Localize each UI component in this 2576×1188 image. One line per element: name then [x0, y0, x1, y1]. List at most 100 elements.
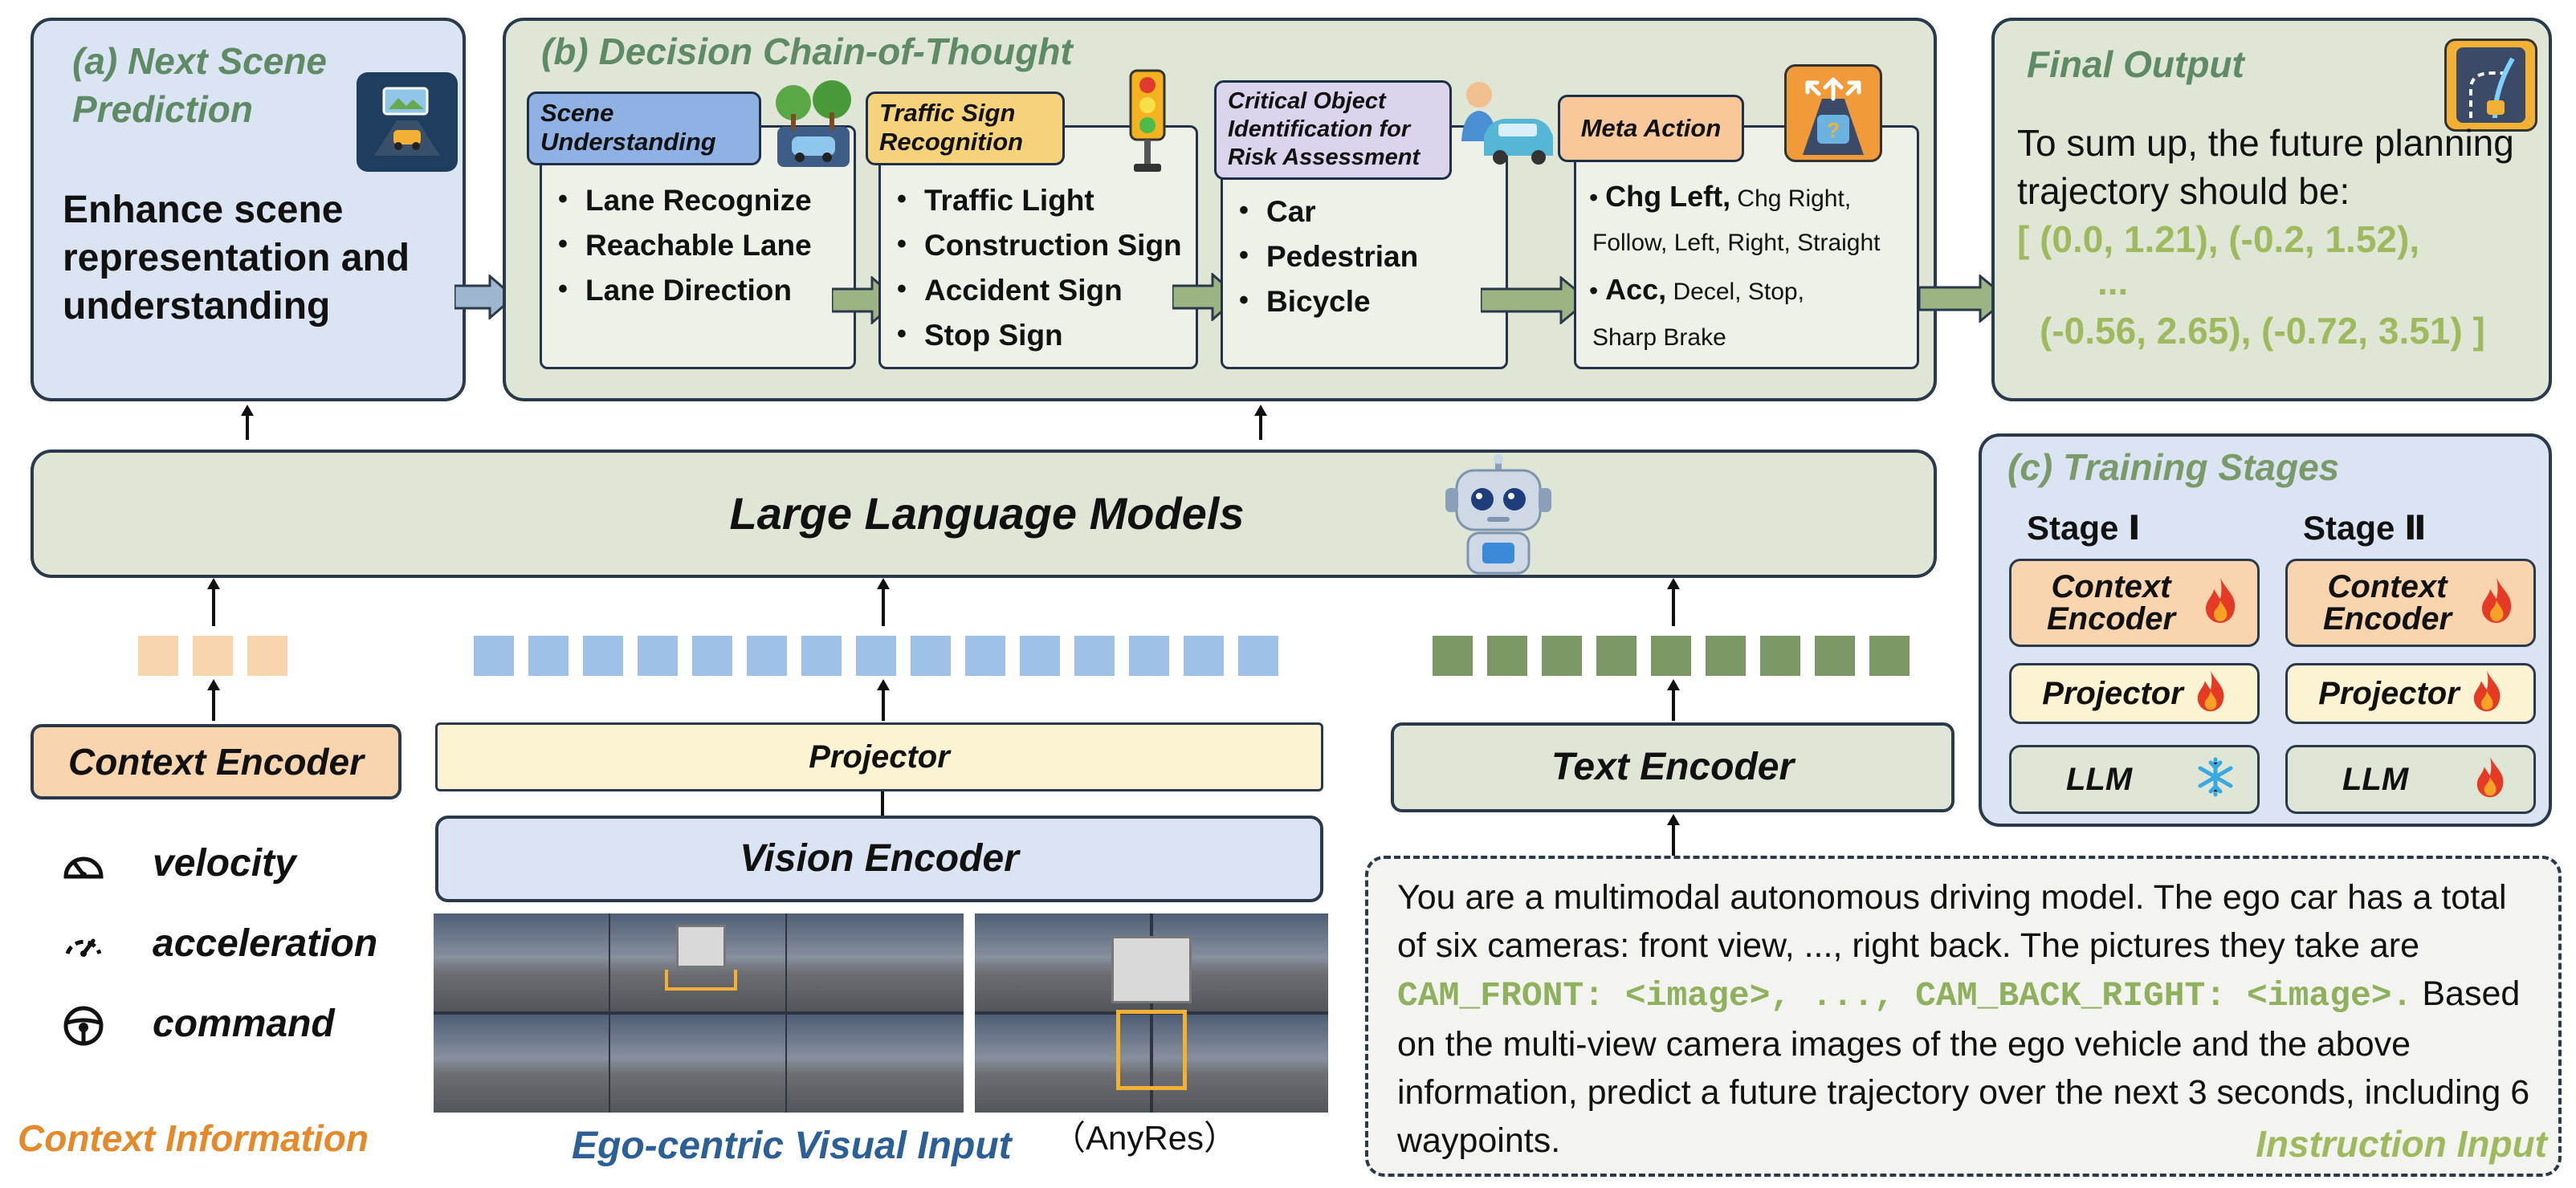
final-output-panel: Final Output To sum up, the future plann…: [1991, 18, 2552, 401]
final-output-text: To sum up, the future planning trajector…: [2017, 122, 2514, 212]
stage1-context-encoder-label: Context Encoder: [2046, 569, 2176, 637]
projector-box: Projector: [435, 722, 1323, 791]
construction-trailer-image: [665, 970, 737, 991]
stage2-context-encoder-label: Context Encoder: [2322, 569, 2452, 637]
text-token: [1706, 636, 1746, 676]
stage1-label: Stage Ⅰ: [2027, 509, 2141, 547]
text-token: [1433, 636, 1473, 676]
meta-action-acc: Acc,: [1605, 273, 1667, 306]
construction-sign-image: [1111, 936, 1192, 1003]
list-item: Reachable Lane: [550, 229, 812, 262]
pedestrian-car-icon: [1452, 77, 1558, 174]
robot-icon: [1434, 454, 1563, 579]
panel-a-title: (a) Next Scene Prediction: [72, 40, 328, 130]
list-item: Car: [1231, 195, 1418, 229]
visual-tokens: [474, 636, 1301, 677]
svg-text:?: ?: [1827, 118, 1840, 142]
visual-token: [583, 636, 623, 676]
llm-label: Large Language Models: [729, 488, 1245, 539]
stage1-llm-label: LLM: [2066, 762, 2133, 797]
stage2-llm: LLM: [2285, 745, 2536, 814]
list-item: Construction Sign: [889, 229, 1182, 262]
visual-token: [911, 636, 951, 676]
visual-token: [801, 636, 842, 676]
arrow-a-to-b: [454, 275, 516, 319]
instruction-part2: Based on the multi-view camera images of…: [1397, 974, 2530, 1160]
list-item: Traffic Light: [889, 184, 1182, 218]
list-item: Lane Direction: [550, 274, 812, 307]
fire-icon: [2479, 576, 2514, 630]
meta-action-line3: • Acc, Decel, Stop,: [1589, 273, 1804, 306]
vision-to-projector-line: [881, 791, 884, 816]
visual-token: [528, 636, 569, 676]
visual-token: [1184, 636, 1224, 676]
text-token: [1760, 636, 1800, 676]
steering-wheel-icon: [61, 1003, 106, 1052]
step-box-meta-action: • Chg Left, Chg Right, Follow, Left, Rig…: [1574, 125, 1919, 369]
text-token: [1869, 636, 1910, 676]
fire-icon: [2474, 755, 2506, 804]
acceleration-label: acceleration: [153, 922, 378, 965]
meta-action-label: Meta Action: [1558, 95, 1744, 162]
meta-action-decel: Decel, Stop,: [1673, 279, 1804, 305]
anyres-caption: （AnyRes）: [1052, 1119, 1238, 1157]
visual-token: [965, 636, 1005, 676]
list-item: Accident Sign: [889, 274, 1182, 307]
construction-sign-image: [676, 925, 726, 968]
velocity-label: velocity: [153, 842, 296, 885]
speedometer-icon: [61, 843, 106, 892]
context-tokens: [138, 636, 296, 677]
context-information-caption: Context Information: [18, 1117, 369, 1159]
road-question-icon: ?: [1784, 64, 1882, 162]
arrow-instruction-to-text-encoder: [1665, 814, 1681, 860]
final-output-title: Final Output: [2027, 43, 2244, 85]
camera-image: [975, 1015, 1150, 1113]
traffic-sign-label: Traffic Sign Recognition: [866, 92, 1065, 165]
list-item: Bicycle: [1231, 285, 1418, 319]
text-token: [1487, 636, 1527, 676]
list-item: Stop Sign: [889, 319, 1182, 352]
critical-object-label: Critical Object Identification for Risk …: [1214, 80, 1452, 180]
meta-action-chg-right: Chg Right,: [1737, 185, 1852, 212]
construction-trailer-image: [1116, 1010, 1187, 1090]
camera-image: [1153, 1015, 1328, 1113]
text-token: [1542, 636, 1582, 676]
traffic-light-icon: [1119, 69, 1176, 179]
camera-image: [787, 913, 964, 1011]
camera-image: [434, 913, 609, 1011]
visual-token: [474, 636, 514, 676]
stage1-projector-label: Projector: [2042, 676, 2183, 711]
arrow-text-encoder-to-tokens: [1665, 679, 1681, 725]
ego-centric-caption: Ego-centric Visual Input: [572, 1125, 1012, 1167]
camera-image: [434, 1015, 609, 1113]
fire-icon: [2471, 669, 2503, 718]
text-token: [1596, 636, 1636, 676]
instruction-text: You are a multimodal autonomous driving …: [1397, 873, 2541, 1165]
command-label: command: [153, 1003, 335, 1045]
camera-grid-anyres: [975, 913, 1328, 1113]
context-token: [138, 636, 178, 676]
arrow-llm-to-b: [1253, 405, 1269, 444]
trajectory-line2: (-0.56, 2.65), (-0.72, 3.51) ]: [2040, 310, 2485, 352]
visual-token: [638, 636, 678, 676]
visual-token: [1129, 636, 1169, 676]
next-scene-prediction-panel: (a) Next Scene Prediction Enhance scene …: [31, 18, 466, 401]
arrow-visual-tokens-to-llm: [875, 578, 891, 630]
stage1-context-encoder: Context Encoder: [2009, 559, 2260, 647]
list-item: Pedestrian: [1231, 240, 1418, 274]
scene-understanding-label: Scene Understanding: [527, 92, 761, 165]
text-token: [1651, 636, 1691, 676]
context-token: [193, 636, 233, 676]
arrow-context-encoder-to-tokens: [206, 679, 222, 725]
instruction-input-caption: Instruction Input: [2256, 1123, 2547, 1165]
camera-grid-six-view: [434, 913, 964, 1113]
camera-image: [787, 1015, 964, 1113]
stage2-llm-label: LLM: [2342, 762, 2409, 797]
stage2-projector-label: Projector: [2318, 676, 2460, 711]
meta-action-chg-left: Chg Left,: [1605, 180, 1731, 213]
stage2-context-encoder: Context Encoder: [2285, 559, 2536, 647]
llm-bar: Large Language Models: [31, 450, 1937, 578]
trajectory-line1: [ (0.0, 1.21), (-0.2, 1.52),: [2017, 218, 2420, 260]
panel-b-title: (b) Decision Chain-of-Thought: [541, 31, 1073, 72]
snowflake-icon: [2195, 756, 2236, 804]
